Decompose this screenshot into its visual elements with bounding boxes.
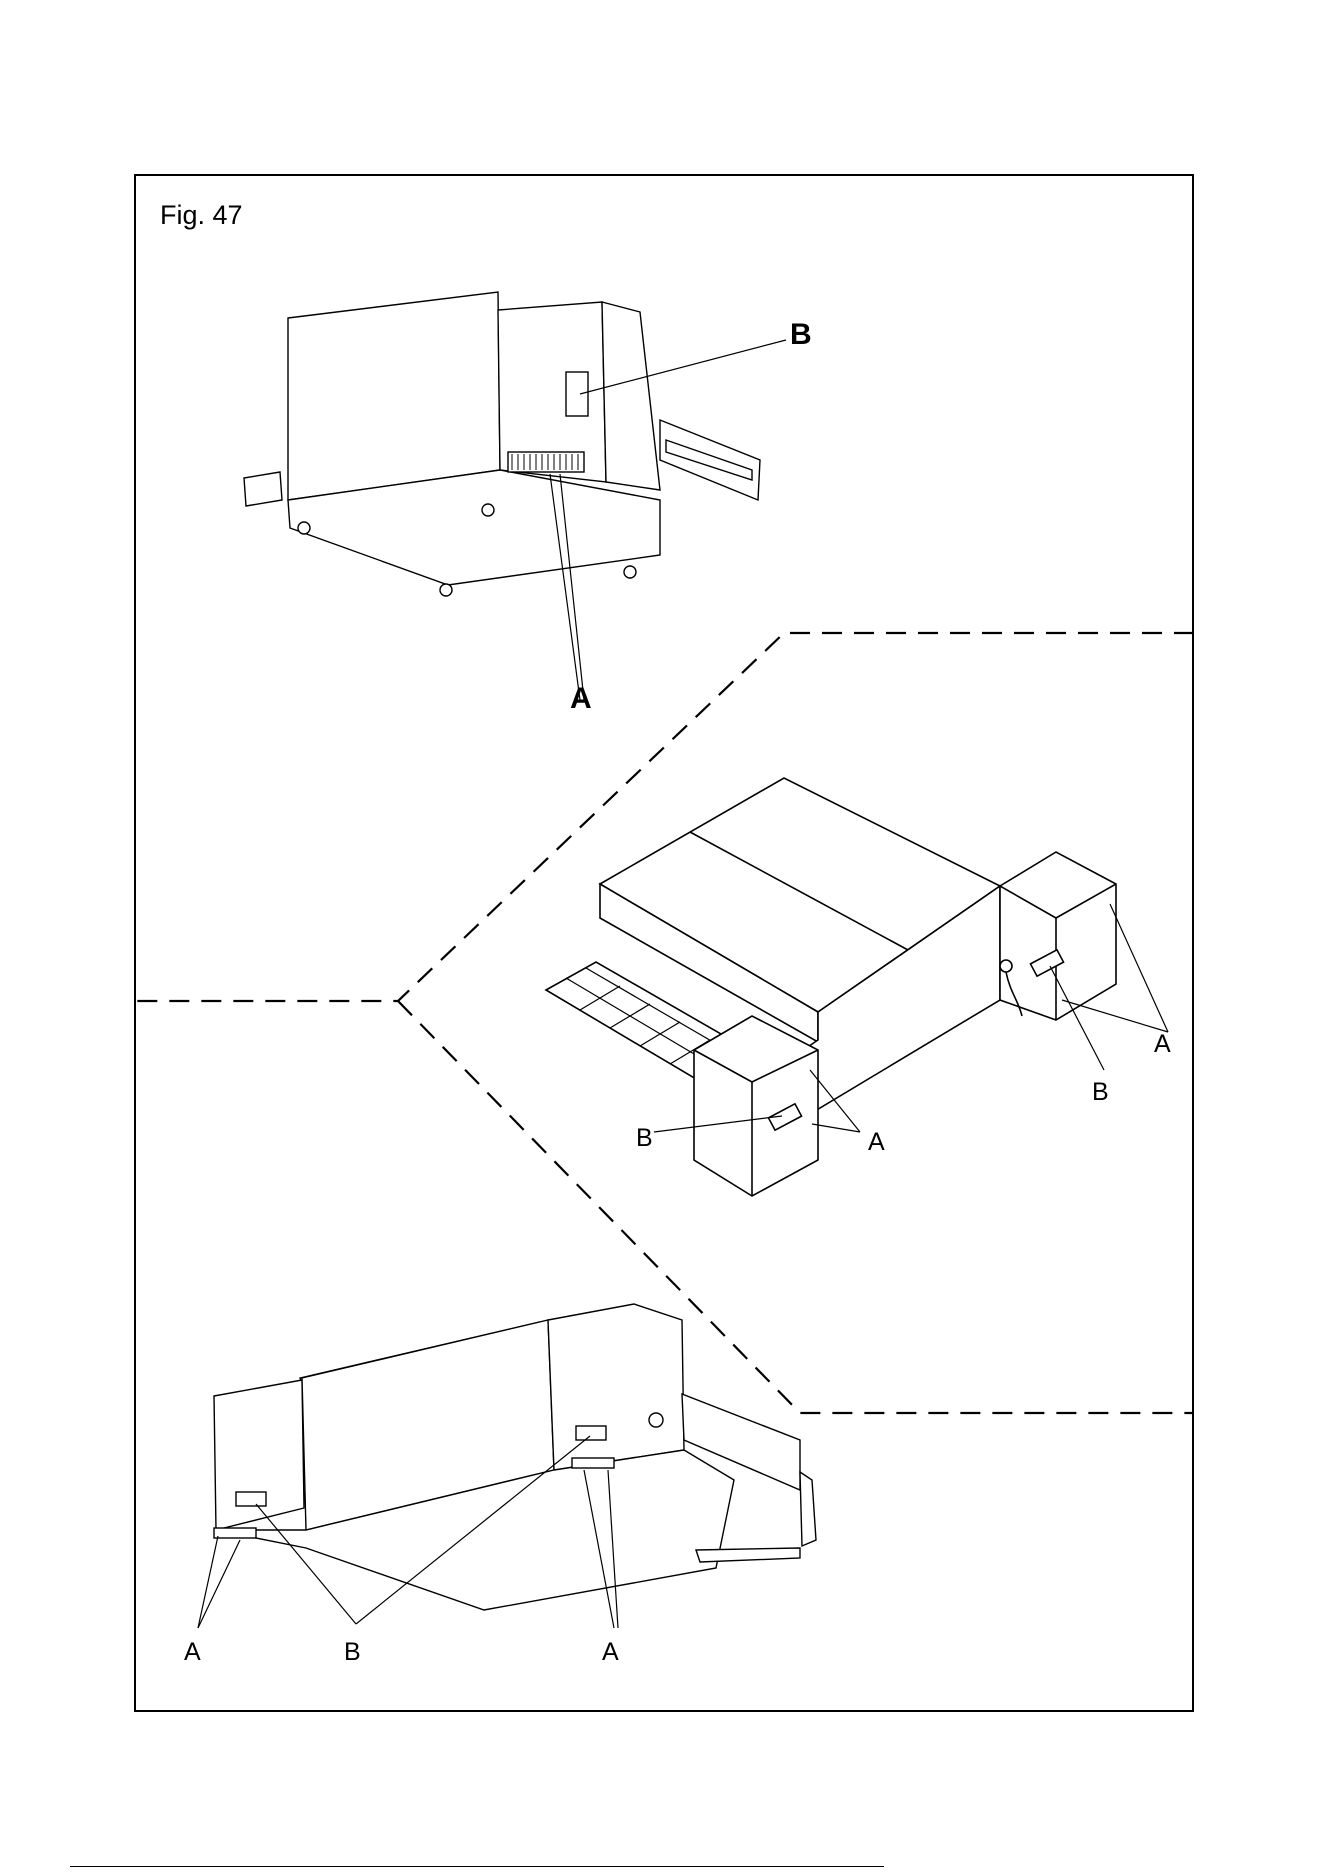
power-cord-entry (1000, 960, 1012, 972)
footer-rule (70, 1866, 884, 1867)
label-plate (566, 372, 588, 416)
middle-machine-view (546, 778, 1116, 1196)
label-mid-b-right: B (1092, 1078, 1109, 1106)
top-machine-view (244, 292, 760, 596)
label-mid-a-left: A (868, 1128, 885, 1156)
label-top-a: A (570, 682, 592, 715)
label-plate (576, 1426, 606, 1440)
label-bottom-a-left: A (184, 1638, 201, 1666)
bottom-machine-view (214, 1304, 816, 1610)
label-mid-a-right: A (1154, 1030, 1171, 1058)
label-bottom-b: B (344, 1638, 361, 1666)
label-bottom-a-right: A (602, 1638, 619, 1666)
label-plate (236, 1492, 266, 1506)
label-top-b: B (790, 318, 812, 351)
fitting (649, 1413, 663, 1427)
vent-grille (572, 1458, 614, 1468)
vent-grille (214, 1528, 256, 1538)
label-mid-b-left: B (636, 1124, 653, 1152)
